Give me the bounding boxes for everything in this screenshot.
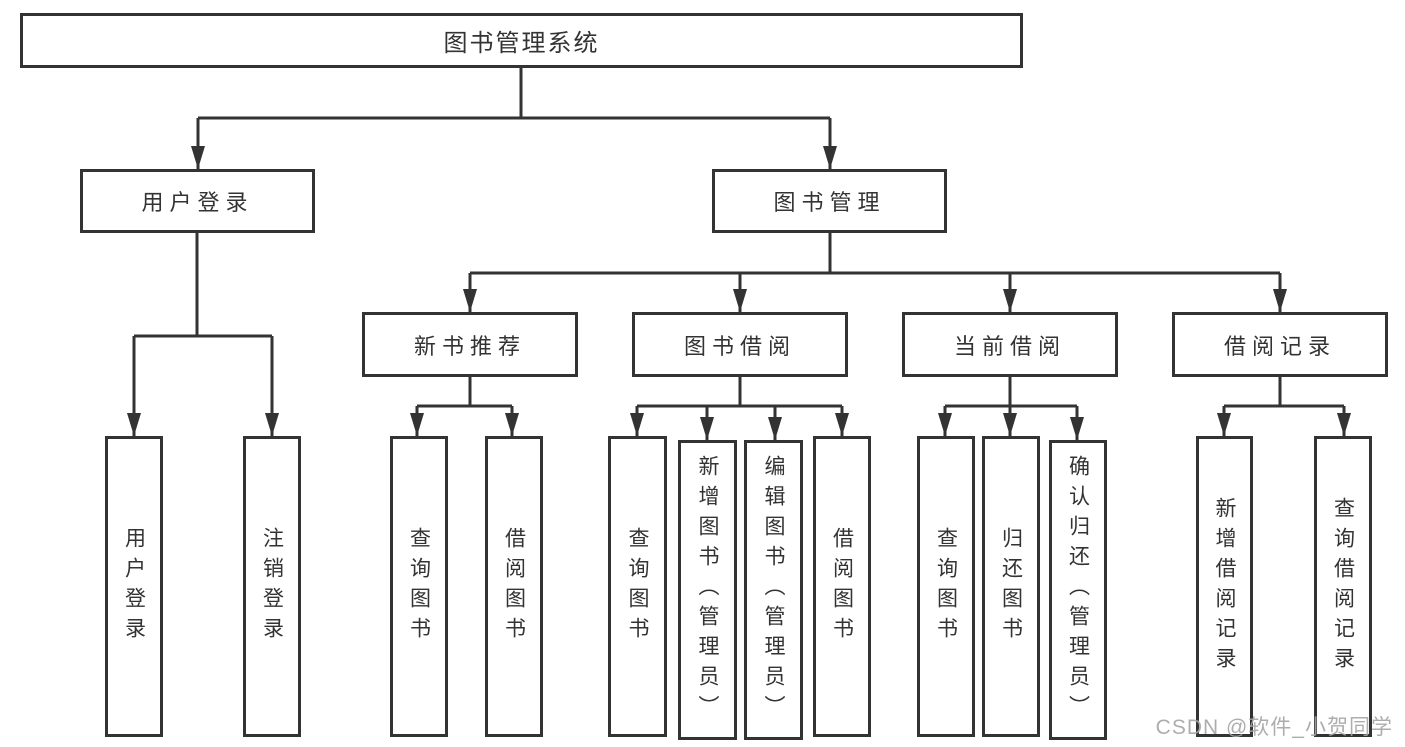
arrowhead [1070, 417, 1084, 440]
node-book-borrowing: 图书借阅 [632, 312, 848, 377]
leaf-borrow-add-books-admin-label: 新增图书（管理员） [696, 455, 719, 725]
arrowhead [768, 417, 782, 440]
connector-book-borrowing-children [630, 377, 849, 440]
leaf-borrow-edit-books-admin-label: 编辑图书（管理员） [762, 455, 785, 725]
arrowhead [1003, 289, 1017, 312]
leaf-records-add-borrow-record: 新增借阅记录 [1196, 436, 1253, 737]
arrowhead [410, 413, 424, 436]
arrowhead [265, 413, 279, 436]
leaf-borrow-borrow-books-label: 借阅图书 [830, 526, 854, 647]
node-current-borrowing: 当前借阅 [902, 312, 1118, 377]
csdn-watermark: CSDN @软件_小贺同学 [1155, 716, 1393, 739]
leaf-records-add-borrow-record-label: 新增借阅记录 [1213, 496, 1236, 677]
node-borrowing-records: 借阅记录 [1172, 312, 1388, 377]
leaf-borrow-query-books: 查询图书 [608, 436, 667, 737]
connector-new-book-children [410, 377, 519, 436]
leaf-records-query-borrow-record: 查询借阅记录 [1314, 436, 1372, 737]
arrowhead [835, 413, 849, 436]
connector-records-children [1217, 377, 1351, 436]
leaf-user-login: 用户登录 [105, 436, 163, 737]
arrowhead [463, 289, 477, 312]
arrowhead [823, 146, 837, 169]
node-new-book-recommendation: 新书推荐 [362, 312, 578, 377]
leaf-borrow-borrow-books: 借阅图书 [813, 436, 871, 737]
leaf-current-query-books-label: 查询图书 [934, 526, 958, 647]
node-book-borrowing-label: 图书借阅 [683, 333, 796, 359]
leaf-current-confirm-return-admin-label: 确认归还（管理员） [1066, 455, 1090, 725]
leaf-recommend-query-books: 查询图书 [390, 436, 448, 737]
leaf-logout-login-label: 注销登录 [260, 526, 284, 647]
leaf-current-query-books: 查询图书 [917, 436, 975, 737]
leaf-logout-login: 注销登录 [243, 436, 301, 737]
arrowhead [505, 413, 519, 436]
arrowhead [1217, 413, 1231, 436]
connector-book-management-children [463, 233, 1287, 312]
node-root-label: 图书管理系统 [443, 30, 600, 57]
node-user-login: 用户登录 [80, 169, 315, 233]
connector-current-borrowing-children [938, 377, 1084, 440]
leaf-borrow-add-books-admin: 新增图书（管理员） [678, 440, 737, 740]
arrowhead [1337, 413, 1351, 436]
arrowhead [938, 413, 952, 436]
leaf-borrow-query-books-label: 查询图书 [626, 526, 649, 647]
arrowhead [630, 413, 644, 436]
node-root: 图书管理系统 [20, 13, 1023, 68]
arrowhead [1003, 413, 1017, 436]
arrowhead [1273, 289, 1287, 312]
connector-user-login-children [127, 233, 279, 436]
connector-root-to-level2 [191, 68, 837, 169]
leaf-records-query-borrow-record-label: 查询借阅记录 [1331, 496, 1355, 677]
node-current-borrowing-label: 当前借阅 [953, 333, 1066, 359]
node-borrowing-records-label: 借阅记录 [1223, 333, 1336, 359]
node-user-login-label: 用户登录 [141, 190, 254, 215]
leaf-user-login-label: 用户登录 [122, 526, 146, 647]
leaf-recommend-borrow-books-label: 借阅图书 [502, 526, 526, 647]
node-book-management-label: 图书管理 [773, 190, 886, 215]
arrowhead [127, 413, 141, 436]
node-new-book-recommendation-label: 新书推荐 [413, 333, 526, 359]
leaf-borrow-edit-books-admin: 编辑图书（管理员） [744, 440, 803, 740]
leaf-current-return-books-label: 归还图书 [999, 526, 1023, 647]
arrowhead [191, 146, 205, 169]
leaf-recommend-borrow-books: 借阅图书 [485, 436, 543, 737]
leaf-current-confirm-return-admin: 确认归还（管理员） [1049, 440, 1107, 740]
arrowhead [733, 289, 747, 312]
leaf-current-return-books: 归还图书 [982, 436, 1040, 737]
leaf-recommend-query-books-label: 查询图书 [407, 526, 431, 647]
arrowhead [700, 417, 714, 440]
node-book-management: 图书管理 [712, 169, 947, 233]
